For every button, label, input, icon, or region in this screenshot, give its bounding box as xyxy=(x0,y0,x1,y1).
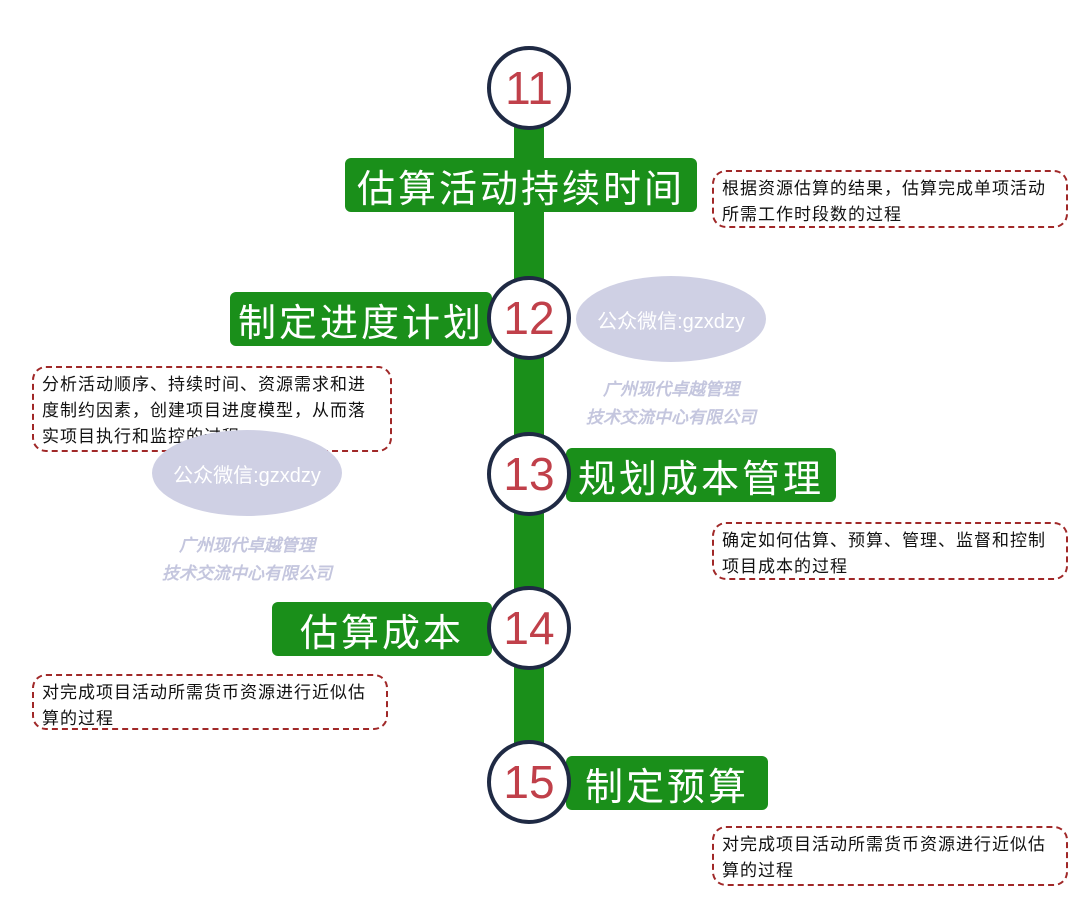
watermark-line-2: 技术交流中心有限公司 xyxy=(162,564,332,583)
step-11-description: 根据资源估算的结果，估算完成单项活动所需工作时段数的过程 xyxy=(712,170,1068,228)
step-12-description: 分析活动顺序、持续时间、资源需求和进度制约因素，创建项目进度模型，从而落实项目执… xyxy=(32,366,392,452)
step-12-title: 制定进度计划 xyxy=(230,292,492,346)
step-15-title: 制定预算 xyxy=(566,756,768,810)
watermark-oval: 公众微信:gzxdzy xyxy=(576,276,766,362)
step-13-number-circle: 13 xyxy=(487,432,571,516)
watermark-line-1: 广州现代卓越管理 xyxy=(603,380,739,399)
watermark-text: 广州现代卓越管理 技术交流中心有限公司 xyxy=(142,532,352,588)
watermark-line-2: 技术交流中心有限公司 xyxy=(586,408,756,427)
watermark-text: 广州现代卓越管理 技术交流中心有限公司 xyxy=(566,376,776,432)
step-13-title: 规划成本管理 xyxy=(566,448,836,502)
step-14-title: 估算成本 xyxy=(272,602,492,656)
step-14-description: 对完成项目活动所需货币资源进行近似估算的过程 xyxy=(32,674,388,730)
step-14-number-circle: 14 xyxy=(487,586,571,670)
watermark-line-1: 广州现代卓越管理 xyxy=(179,536,315,555)
step-11-number-circle: 11 xyxy=(487,46,571,130)
step-11-title: 估算活动持续时间 xyxy=(345,158,697,212)
step-12-number-circle: 12 xyxy=(487,276,571,360)
step-15-number-circle: 15 xyxy=(487,740,571,824)
watermark-oval: 公众微信:gzxdzy xyxy=(152,430,342,516)
step-13-description: 确定如何估算、预算、管理、监督和控制项目成本的过程 xyxy=(712,522,1068,580)
step-15-description: 对完成项目活动所需货币资源进行近似估算的过程 xyxy=(712,826,1068,886)
